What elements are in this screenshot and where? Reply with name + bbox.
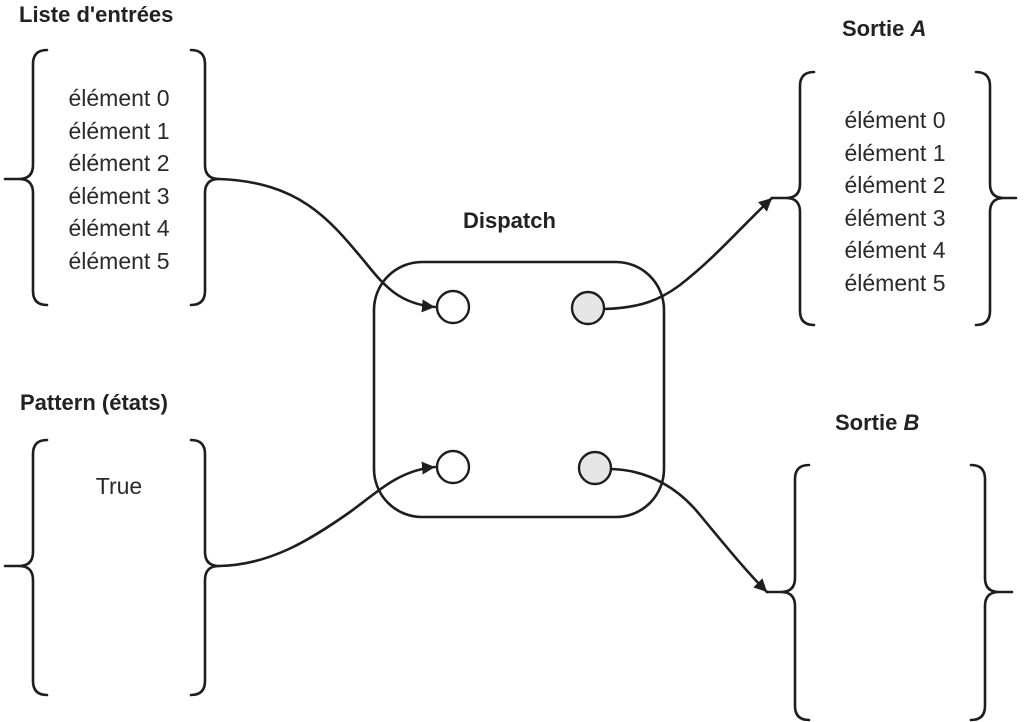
pattern-items: True [44,470,194,503]
pattern-title: Pattern (états) [20,390,168,415]
output-a-right-brace [974,70,1018,327]
pattern-left-brace [3,438,49,697]
list-item: élément 3 [68,182,170,209]
output-a-brackets [770,70,1018,327]
input-list-title: Liste d'entrées [19,2,174,27]
list-item: élément 4 [844,237,946,263]
list-item: élément 5 [68,247,170,274]
output-a-title-letter: A [910,16,927,41]
dispatch-title: Dispatch [463,208,556,233]
list-item: élément 0 [844,107,946,133]
output-a-items: élément 0 élément 1 élément 2 élément 3 … [820,104,970,299]
edge-dispatch-to-output-b [609,467,769,594]
input-list-items: élément 0 élément 1 élément 2 élément 3 … [44,82,194,277]
list-item: élément 4 [68,215,170,241]
input-list-right-brace [189,48,221,307]
pattern-brackets [3,438,221,697]
pattern-right-brace [189,438,221,697]
output-a-title-prefix: Sortie [842,16,905,41]
edge-pattern-to-dispatch [217,461,437,568]
dispatch-output-port-a[interactable] [570,290,606,326]
dispatch-input-port-list[interactable] [435,289,471,325]
output-a-title: Sortie A [842,16,926,42]
list-item: élément 3 [844,204,946,231]
dispatch-node[interactable] [372,260,666,519]
list-item: élément 1 [68,117,170,144]
edge-input-list-to-dispatch [217,177,437,313]
input-list-left-brace [3,48,49,307]
output-b-title-letter: B [903,410,920,435]
input-list-brackets [3,48,221,307]
list-item: élément 2 [68,150,170,176]
output-b-title: Sortie B [835,410,919,436]
list-item: True [95,473,143,499]
output-b-title-prefix: Sortie [835,410,898,435]
output-b-left-brace [765,463,811,722]
output-a-left-brace [770,70,816,327]
edge-dispatch-to-output-a [602,196,774,311]
list-item: élément 5 [844,269,946,296]
dispatch-output-port-b[interactable] [577,450,613,486]
output-b-brackets [765,463,1014,722]
list-item: élément 1 [844,139,946,166]
dispatch-input-port-pattern[interactable] [435,449,471,485]
output-b-right-brace [969,463,1014,722]
list-item: élément 2 [844,172,946,198]
list-item: élément 0 [68,85,170,111]
